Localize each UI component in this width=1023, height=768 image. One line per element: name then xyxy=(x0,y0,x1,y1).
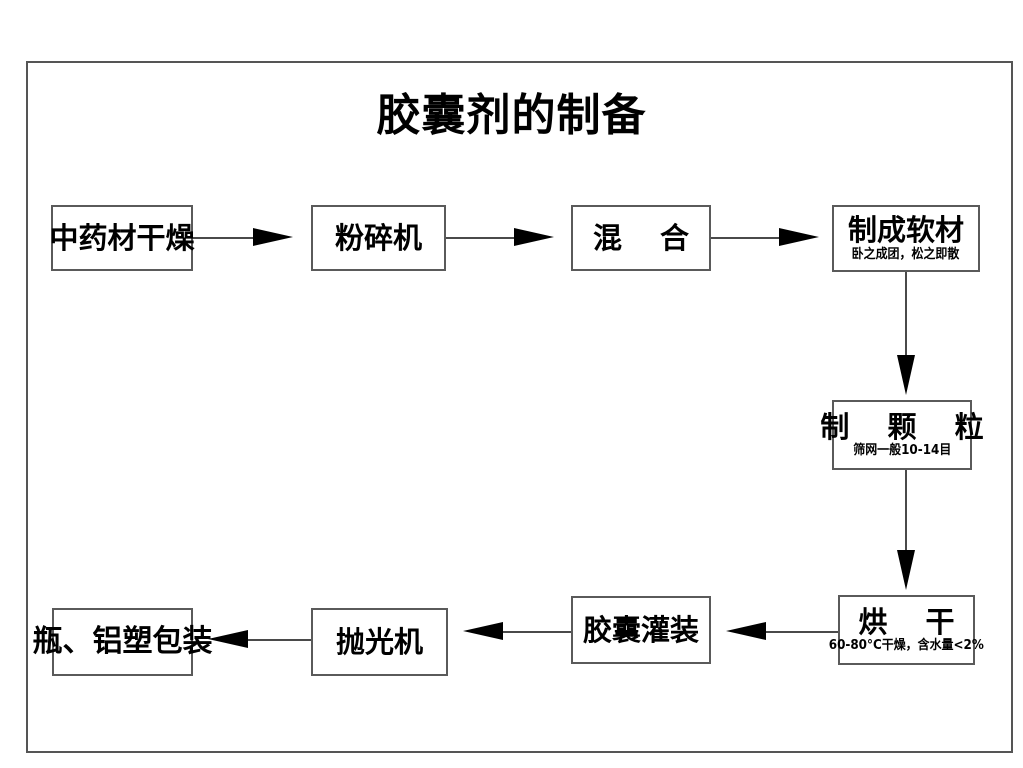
connector-mixing-to-soft-mass xyxy=(711,237,779,239)
node-granulation-subtext: 筛网一般10-14目 xyxy=(852,443,952,459)
connector-pulverizer-to-mixing xyxy=(446,237,514,239)
node-polisher-label: 抛光机 xyxy=(335,624,423,659)
node-drying-label: 中药材干燥 xyxy=(49,220,195,255)
connector-drying-oven-to-capsule-fill xyxy=(766,631,838,633)
connector-soft-mass-to-granulation xyxy=(905,272,907,357)
arrowhead-left-icon xyxy=(726,622,766,640)
arrowhead-left-icon xyxy=(463,622,503,640)
node-capsule-fill-label: 胶囊灌装 xyxy=(582,612,699,647)
node-polisher[interactable]: 抛光机 xyxy=(311,608,448,676)
node-granulation-label: 制 颗 粒 xyxy=(820,409,998,444)
arrowhead-right-icon xyxy=(253,228,293,246)
arrowhead-left-icon xyxy=(208,630,248,648)
connector-granulation-to-drying-oven xyxy=(905,470,907,552)
page-title: 胶囊剂的制备 xyxy=(376,90,647,141)
connector-polisher-to-packaging xyxy=(248,639,311,641)
node-packaging[interactable]: 瓶、铝塑包装 xyxy=(33,608,213,676)
node-drying-oven-subtext: 60-80°C干燥，含水量<2% xyxy=(828,638,985,654)
node-pulverizer-label: 粉碎机 xyxy=(334,220,422,255)
node-pulverizer[interactable]: 粉碎机 xyxy=(311,205,446,271)
node-mixing-label: 混 合 xyxy=(592,220,704,255)
node-drying-oven-label: 烘 干 xyxy=(858,604,969,639)
arrowhead-right-icon xyxy=(779,228,819,246)
node-soft-mass[interactable]: 制成软材 卧之成团，松之即散 xyxy=(832,205,980,272)
node-drying[interactable]: 中药材干燥 xyxy=(49,205,195,271)
arrowhead-down-icon xyxy=(897,355,915,395)
node-capsule-fill[interactable]: 胶囊灌装 xyxy=(571,596,711,664)
connector-drying-to-pulverizer xyxy=(193,237,253,239)
node-granulation[interactable]: 制 颗 粒 筛网一般10-14目 xyxy=(820,400,984,470)
node-drying-oven[interactable]: 烘 干 60-80°C干燥，含水量<2% xyxy=(829,595,984,665)
node-packaging-label: 瓶、铝塑包装 xyxy=(32,624,213,660)
node-mixing[interactable]: 混 合 xyxy=(571,205,711,271)
node-soft-mass-subtext: 卧之成团，松之即散 xyxy=(852,246,960,262)
arrowhead-right-icon xyxy=(514,228,554,246)
arrowhead-down-icon xyxy=(897,550,915,590)
node-soft-mass-label: 制成软材 xyxy=(847,213,964,248)
connector-capsule-fill-to-polisher xyxy=(503,631,571,633)
